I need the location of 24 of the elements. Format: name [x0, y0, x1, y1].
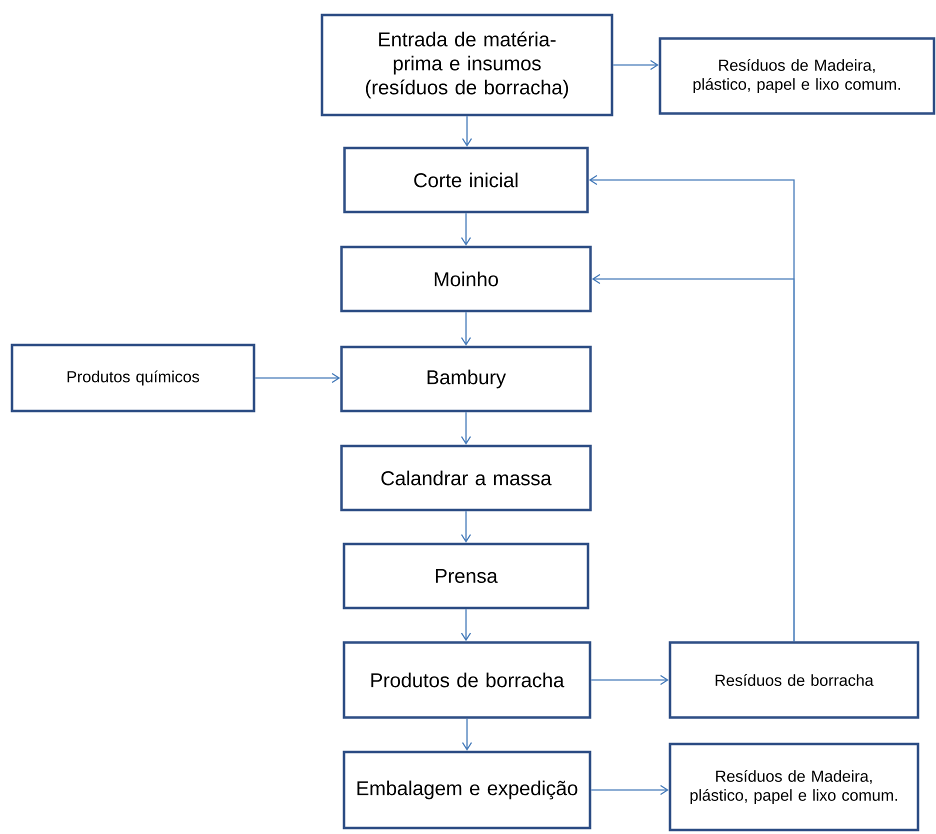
process-box: Embalagem e expedição — [342, 750, 592, 830]
process-box: Produtos químicos — [10, 344, 256, 412]
process-box: Resíduos de Madeira, plástico, papel e lixo comum. — [668, 742, 920, 832]
arrow — [591, 784, 669, 796]
arrow — [460, 511, 472, 543]
process-box: Bambury — [340, 346, 592, 412]
arrow — [613, 60, 659, 70]
arrow — [460, 213, 472, 246]
process-box: Corte inicial — [343, 146, 589, 214]
process-box: Resíduos de borracha — [668, 641, 920, 719]
arrow — [460, 609, 472, 642]
process-box: Entrada de matéria-prima e insumos (resíduos de borracha) — [320, 14, 614, 116]
arrow — [462, 116, 472, 147]
arrow — [462, 718, 472, 751]
process-box: Resíduos de Madeira, plástico, papel e lixo comum. — [658, 37, 936, 115]
arrow — [591, 674, 669, 686]
process-box: Calandrar a massa — [340, 444, 592, 512]
process-box: Prensa — [342, 542, 590, 610]
arrow — [255, 372, 340, 384]
process-box: Moinho — [340, 246, 592, 312]
arrow — [460, 412, 472, 445]
arrow — [460, 312, 472, 346]
process-box: Produtos de borracha — [342, 641, 592, 719]
arrow — [592, 274, 795, 642]
